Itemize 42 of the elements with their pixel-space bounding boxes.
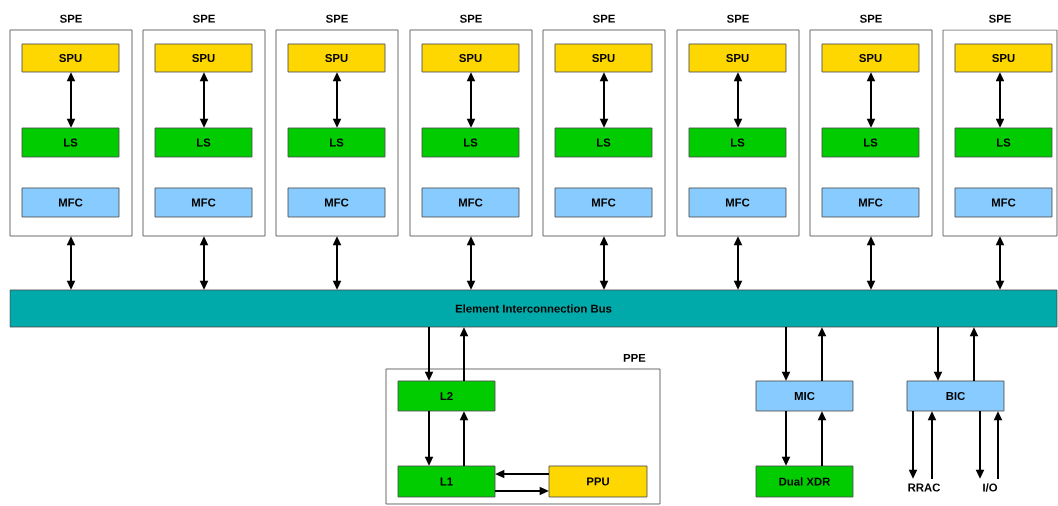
unit-box: SPU [688,43,787,73]
unit-box: SPU [421,43,520,73]
unit-box: SPU [21,43,120,73]
unit-box: MFC [154,187,253,218]
unit-box: SPU [287,43,386,73]
unit-box: SPU [154,43,253,73]
unit-box: SPU [954,43,1053,73]
unit-box: SPU [554,43,653,73]
port-label: I/O [983,483,998,492]
node-label: SPE [60,14,82,23]
unit-box: LS [554,127,653,158]
unit-box: LS [821,127,920,158]
unit-box: LS [688,127,787,158]
node-label: SPE [988,14,1011,23]
node-label: SPE [859,14,882,23]
node-label: SPE [193,14,215,23]
unit-box: MFC [421,187,520,218]
node-label: SPE [326,14,348,23]
unit-box: L1 [397,465,496,498]
unit-box: Dual XDR [755,465,854,498]
unit-box: L2 [397,380,496,412]
unit-box: PPU [548,465,648,498]
node-label: SPE [460,14,482,23]
unit-box: LS [287,127,386,158]
node-label: SPE [727,14,749,23]
unit-box: LS [154,127,253,158]
unit-box: SPU [821,43,920,73]
unit-box: MFC [688,187,787,218]
unit-box: LS [21,127,120,158]
unit-box: MFC [287,187,386,218]
port-label: RRAC [908,483,941,492]
unit-box: MFC [954,187,1053,218]
unit-box: LS [954,127,1053,158]
bus-bar: Element Interconnection Bus [9,289,1058,328]
unit-box: MIC [755,380,854,412]
unit-box: BIC [906,380,1005,412]
node-label: SPE [593,14,615,23]
unit-box: MFC [21,187,120,218]
unit-box: MFC [821,187,920,218]
node-label: PPE [623,353,646,362]
unit-box: MFC [554,187,653,218]
unit-box: LS [421,127,520,158]
